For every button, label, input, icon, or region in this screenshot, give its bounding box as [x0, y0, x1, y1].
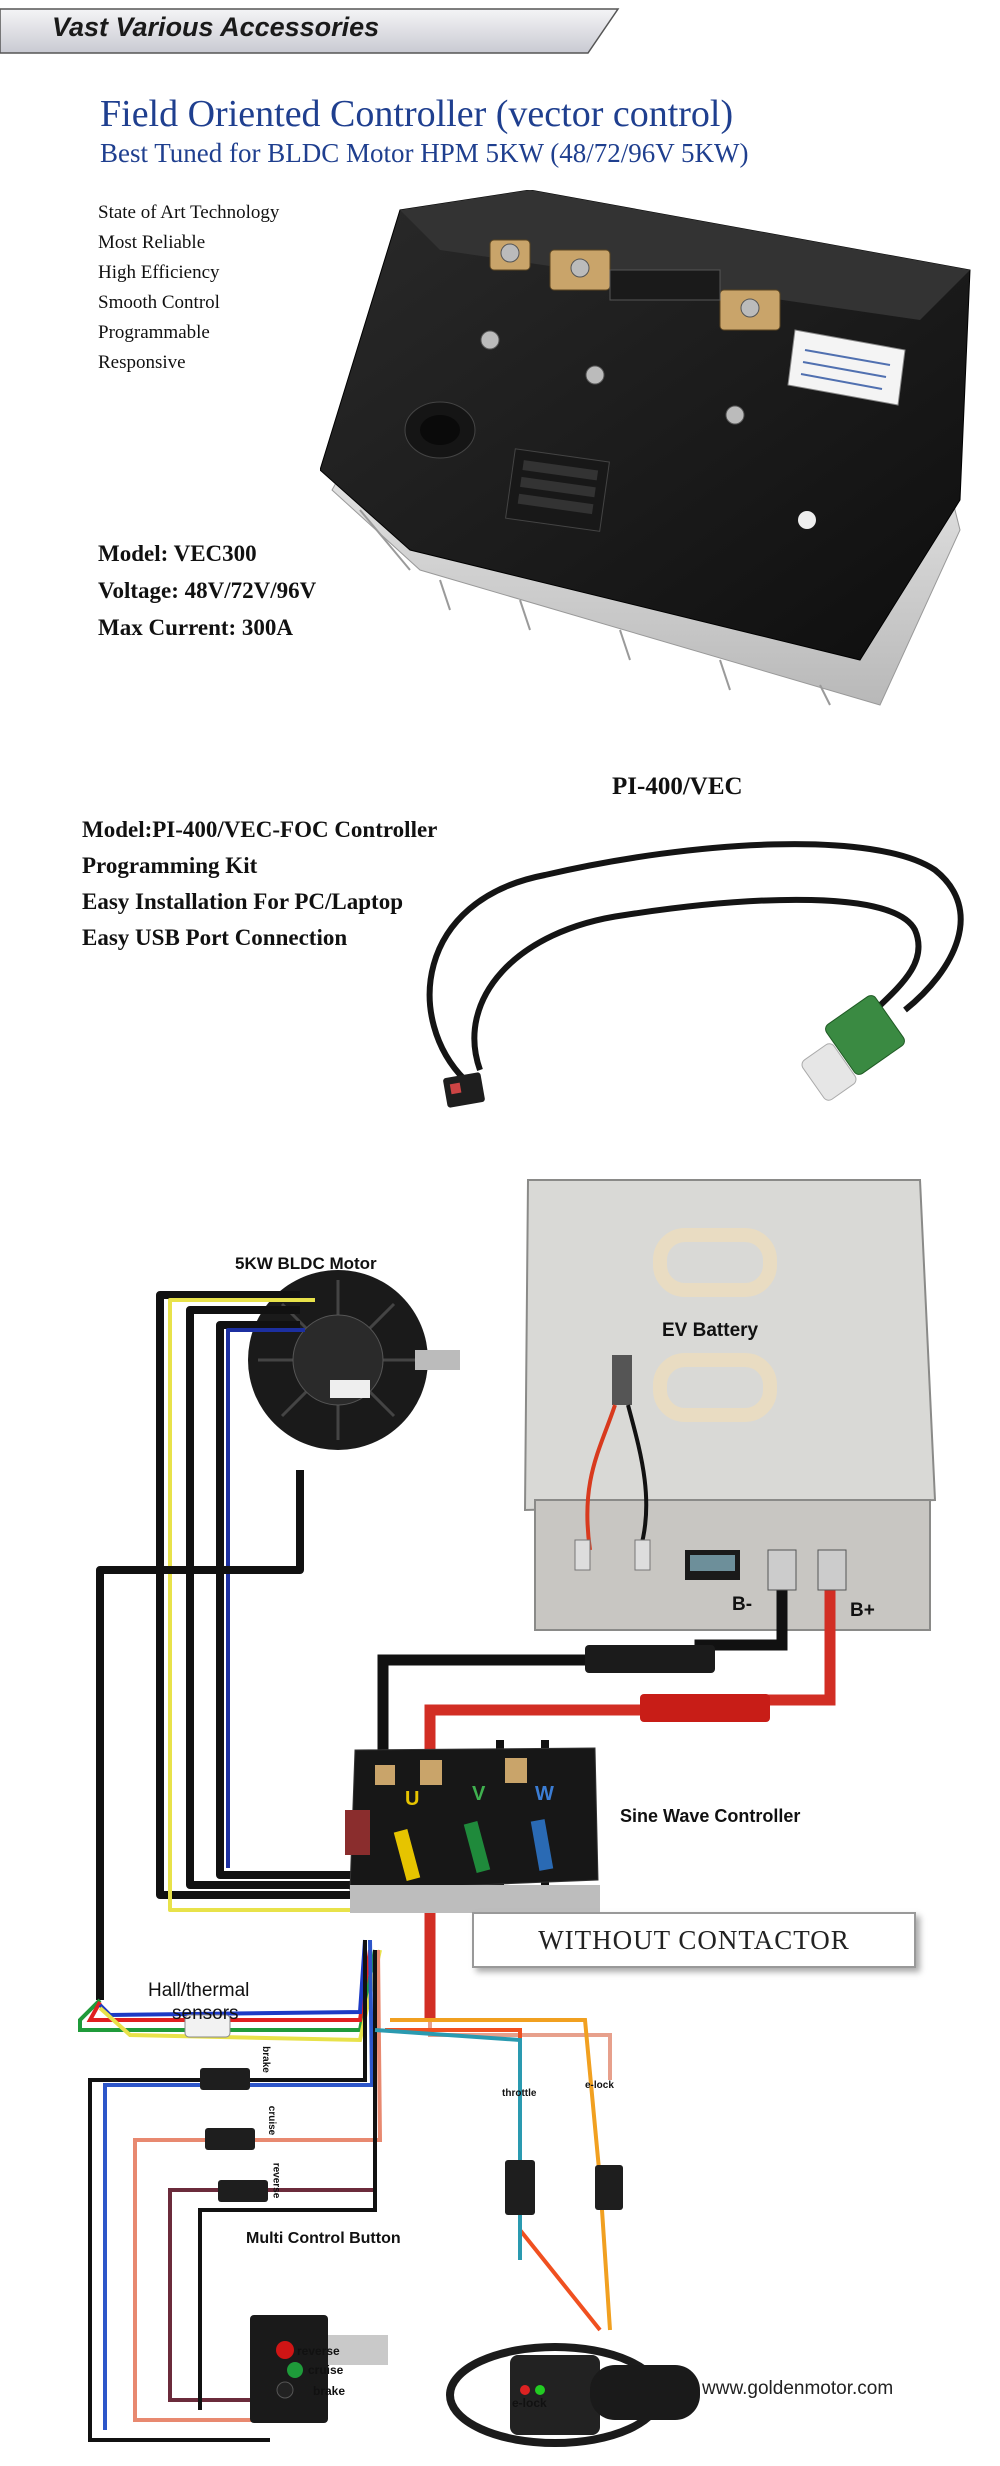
controller-image [345, 1747, 600, 1913]
spec-max-current: Max Current: 300A [98, 615, 294, 640]
page-subtitle: Best Tuned for BLDC Motor HPM 5KW (48/72… [100, 138, 749, 168]
battery-label: EV Battery [662, 1320, 759, 1341]
throttle-connector-label: throttle [502, 2088, 537, 2099]
feature-item: High Efficiency [98, 262, 220, 283]
kit-description: Model:PI-400/VEC-FOC Controller Programm… [82, 812, 437, 956]
page-title: Field Oriented Controller (vector contro… [100, 93, 734, 135]
feature-item: Most Reliable [98, 232, 206, 253]
feature-item: Responsive [98, 352, 186, 373]
motor-image [248, 1270, 460, 1450]
feature-list: State of Art Technology Most Reliable Hi… [98, 198, 279, 378]
multi-control-button-image [250, 2315, 388, 2423]
hall-sensor-label-1: Hall/thermal [148, 1980, 250, 2001]
feature-item: Programmable [98, 322, 210, 343]
feature-item: State of Art Technology [98, 202, 280, 223]
kit-label: PI-400/VEC [612, 773, 743, 800]
banner-background [0, 8, 620, 54]
throttle-image [446, 2343, 700, 2447]
spec-voltage: Voltage: 48V/72V/96V [98, 578, 317, 603]
without-contactor-label: WITHOUT CONTACTOR [472, 1912, 916, 1968]
cruise-connector-label: cruise [266, 2105, 278, 2136]
terminal-w-label: W [535, 1783, 554, 1805]
motor-label: 5KW BLDC Motor [235, 1254, 377, 1273]
kit-line: Easy USB Port Connection [82, 925, 348, 950]
reverse-connector-label: reverse [270, 2162, 282, 2199]
banner-title: Vast Various Accessories [52, 12, 380, 42]
battery-negative-label: B- [732, 1594, 753, 1615]
spec-list: Model: VEC300 Voltage: 48V/72V/96V Max C… [98, 535, 316, 646]
multi-control-button-label: Multi Control Button [246, 2230, 401, 2247]
battery-image [523, 1179, 937, 1631]
button-cruise-label: cruise [308, 2363, 344, 2377]
terminal-u-label: U [405, 1788, 419, 1810]
battery-positive-label: B+ [850, 1600, 875, 1621]
website-url: www.goldenmotor.com [702, 2378, 894, 2399]
brake-connector-label: brake [259, 2046, 271, 2073]
controller-label: Sine Wave Controller [620, 1806, 801, 1826]
controller-product-image [320, 190, 971, 706]
programming-cable-image [426, 841, 964, 1108]
throttle-elock-label: e-lock [512, 2396, 547, 2410]
button-brake-label: brake [313, 2384, 346, 2398]
wiring-diagram: U V W [78, 1179, 937, 2447]
spec-model: Model: VEC300 [98, 541, 257, 566]
kit-line: Model:PI-400/VEC-FOC Controller [82, 817, 438, 842]
terminal-v-label: V [472, 1783, 486, 1805]
button-reverse-label: reverse [297, 2344, 340, 2358]
hall-sensor-label-2: sensors [172, 2003, 239, 2024]
elock-connector-label: e-lock [585, 2080, 614, 2091]
kit-line: Programming Kit [82, 853, 258, 878]
feature-item: Smooth Control [98, 292, 220, 313]
kit-line: Easy Installation For PC/Laptop [82, 889, 403, 914]
